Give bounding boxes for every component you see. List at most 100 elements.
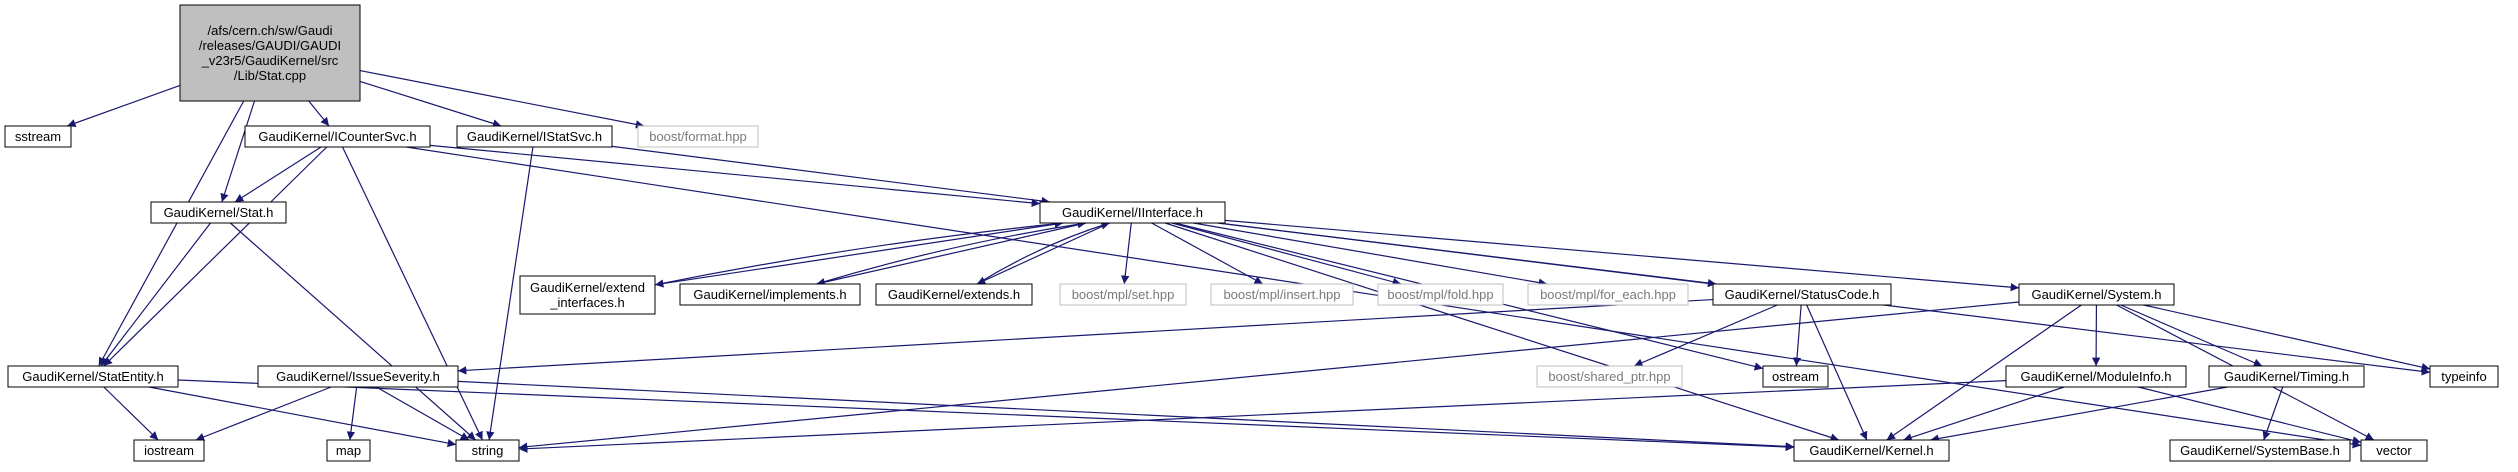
edge-system-to-string <box>518 301 2020 451</box>
node-label: GaudiKernel/IInterface.h <box>1062 205 1203 220</box>
node-label: GaudiKernel/extends.h <box>888 287 1020 302</box>
node-label: typeinfo <box>2441 369 2487 384</box>
edge-iinterface-to-mplforeach <box>1193 222 1548 287</box>
edge-root-to-stat <box>220 100 256 203</box>
node-label: /Lib/Stat.cpp <box>234 68 306 83</box>
node-map[interactable]: map <box>326 439 371 462</box>
node-box <box>519 275 656 315</box>
node-label: GaudiKernel/ICounterSvc.h <box>258 129 416 144</box>
node-box <box>244 125 431 148</box>
edge-iinterface-to-mplset <box>1121 222 1132 285</box>
edge-iinterface-to-implements <box>816 222 1087 287</box>
node-label: boost/mpl/for_each.hpp <box>1540 287 1676 302</box>
node-box <box>257 365 459 388</box>
node-statentity[interactable]: GaudiKernel/StatEntity.h <box>7 365 179 388</box>
node-box <box>2360 439 2428 462</box>
edge-root-to-icountersvc <box>308 100 330 127</box>
node-box <box>133 439 205 462</box>
node-label: /releases/GAUDI/GAUDI <box>199 38 341 53</box>
edge-stat-to-string <box>229 222 477 441</box>
node-box <box>1762 365 1829 388</box>
node-boostformat[interactable]: boost/format.hpp <box>637 125 759 148</box>
edge-root-to-statentity <box>98 100 245 367</box>
edge-iinterface-to-mplinsert <box>1151 222 1264 285</box>
node-label: GaudiKernel/System.h <box>2031 287 2161 302</box>
edge-root-to-boostformat <box>359 69 645 129</box>
node-extends[interactable]: GaudiKernel/extends.h <box>875 283 1033 306</box>
edge-istatsvc-to-iinterface <box>611 145 1050 206</box>
node-vector[interactable]: vector <box>2360 439 2428 462</box>
node-box <box>679 283 861 306</box>
node-box <box>1793 439 1950 462</box>
node-extendif[interactable]: GaudiKernel/extend_interfaces.h <box>519 275 656 315</box>
edge-timing-to-systembase <box>2262 386 2284 441</box>
edge-statentity-to-iostream <box>103 386 159 441</box>
node-label: GaudiKernel/SystemBase.h <box>2180 443 2340 458</box>
node-istatsvc[interactable]: GaudiKernel/IStatSvc.h <box>456 125 613 148</box>
node-label: GaudiKernel/extend <box>530 280 645 295</box>
node-label: GaudiKernel/implements.h <box>693 287 846 302</box>
node-box <box>2169 439 2351 462</box>
edge-statuscode-to-kernel <box>1806 304 1868 441</box>
node-mplfold[interactable]: boost/mpl/fold.hpp <box>1377 283 1504 306</box>
node-kernel[interactable]: GaudiKernel/Kernel.h <box>1793 439 1950 462</box>
edge-system-to-timing <box>2120 304 2263 367</box>
edge-extendif-to-iinterface <box>654 219 1064 286</box>
node-box <box>2005 365 2187 388</box>
node-label: boost/mpl/fold.hpp <box>1387 287 1493 302</box>
node-implements[interactable]: GaudiKernel/implements.h <box>679 283 861 306</box>
node-label: GaudiKernel/Stat.h <box>164 205 274 220</box>
node-box <box>1527 283 1689 306</box>
node-string[interactable]: string <box>455 439 520 462</box>
node-timing[interactable]: GaudiKernel/Timing.h <box>2208 365 2365 388</box>
node-issueseverity[interactable]: GaudiKernel/IssueSeverity.h <box>257 365 459 388</box>
node-label: map <box>336 443 361 458</box>
edge-root-to-istatsvc <box>359 80 502 128</box>
node-label: sstream <box>15 129 61 144</box>
node-box <box>875 283 1033 306</box>
edge-implements-to-iinterface <box>816 220 1087 285</box>
node-box <box>1377 283 1504 306</box>
edge-icountersvc-to-string <box>341 146 484 441</box>
node-typeinfo[interactable]: typeinfo <box>2429 365 2499 388</box>
node-iostream[interactable]: iostream <box>133 439 205 462</box>
node-iinterface[interactable]: GaudiKernel/IInterface.h <box>1039 201 1226 224</box>
node-box <box>1210 283 1354 306</box>
node-icountersvc[interactable]: GaudiKernel/ICounterSvc.h <box>244 125 431 148</box>
node-label: GaudiKernel/StatEntity.h <box>22 369 163 384</box>
edge-iinterface-to-mplfold <box>1171 222 1402 286</box>
node-label: GaudiKernel/Timing.h <box>2224 369 2349 384</box>
node-system[interactable]: GaudiKernel/System.h <box>2018 283 2175 306</box>
edge-system-to-kernel <box>1886 304 2082 441</box>
node-statuscode[interactable]: GaudiKernel/StatusCode.h <box>1712 283 1892 306</box>
edge-icountersvc-to-iinterface <box>429 144 1041 208</box>
node-label: iostream <box>144 443 194 458</box>
node-mplinsert[interactable]: boost/mpl/insert.hpp <box>1210 283 1354 306</box>
node-box <box>637 125 759 148</box>
node-label: _v23r5/GaudiKernel/src <box>201 53 339 68</box>
node-sharedptr[interactable]: boost/shared_ptr.hpp <box>1536 365 1683 388</box>
node-box <box>456 125 613 148</box>
edge-statuscode-to-issueseverity <box>457 298 1714 375</box>
edge-extends-to-iinterface <box>976 221 1110 285</box>
node-mplset[interactable]: boost/mpl/set.hpp <box>1059 283 1187 306</box>
node-box <box>326 439 371 462</box>
node-label: vector <box>2376 443 2412 458</box>
node-root[interactable]: /afs/cern.ch/sw/Gaudi/releases/GAUDI/GAU… <box>179 4 361 102</box>
node-stat[interactable]: GaudiKernel/Stat.h <box>150 201 287 224</box>
node-mplforeach[interactable]: boost/mpl/for_each.hpp <box>1527 283 1689 306</box>
edge-icountersvc-to-statentity <box>103 146 328 367</box>
edge-moduleinfo-to-vector <box>2138 386 2362 445</box>
node-label: boost/mpl/set.hpp <box>1072 287 1175 302</box>
node-label: boost/format.hpp <box>649 129 747 144</box>
edge-stat-to-statentity <box>100 222 211 367</box>
node-systembase[interactable]: GaudiKernel/SystemBase.h <box>2169 439 2351 462</box>
node-sstream[interactable]: sstream <box>4 125 72 148</box>
node-ostream[interactable]: ostream <box>1762 365 1829 388</box>
edge-root-to-sstream <box>66 84 181 128</box>
node-label: GaudiKernel/Kernel.h <box>1809 443 1933 458</box>
node-label: GaudiKernel/StatusCode.h <box>1725 287 1880 302</box>
node-moduleinfo[interactable]: GaudiKernel/ModuleInfo.h <box>2005 365 2187 388</box>
node-box <box>1536 365 1683 388</box>
node-box <box>2018 283 2175 306</box>
